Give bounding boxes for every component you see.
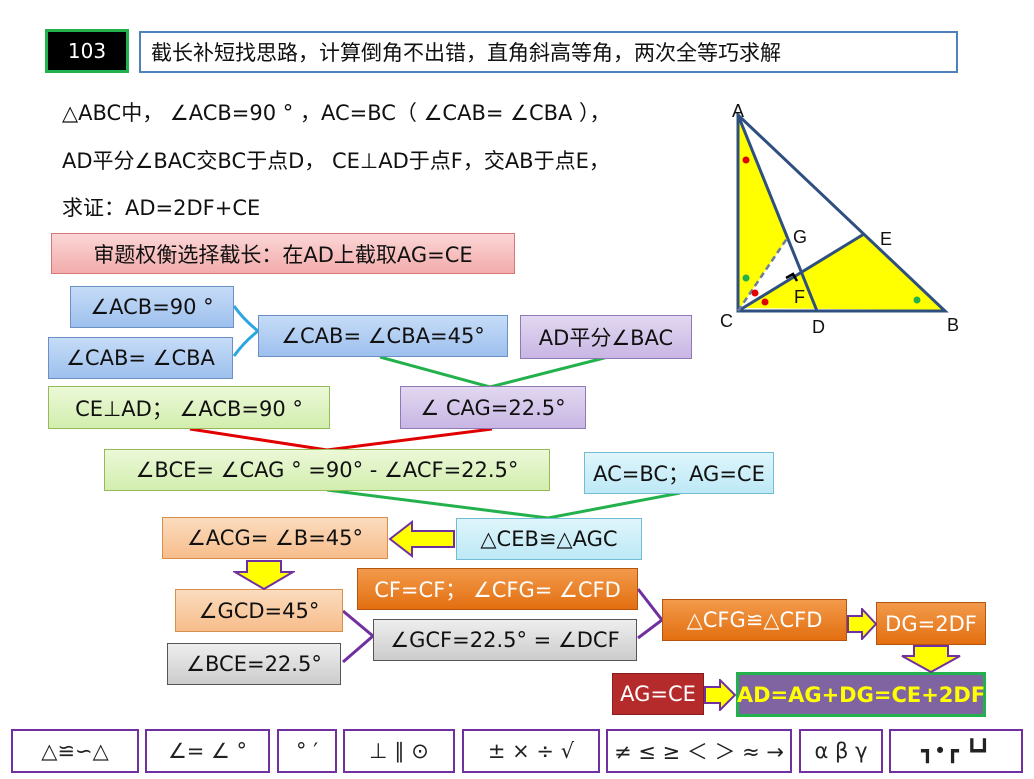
- strategy-box: 审题权衡选择截长：在AD上截取AG=CE: [51, 233, 515, 274]
- problem-number: 103: [67, 39, 107, 63]
- right-angle-mark: [785, 272, 799, 282]
- step-bce-22-5: ∠BCE=22.5°: [167, 643, 341, 685]
- merge-to-cag: [379, 355, 609, 389]
- final-conclusion: AD=AG+DG=CE+2DF: [736, 672, 986, 717]
- angle-dot-a: [742, 156, 750, 164]
- step-cf-cfg-cfd: CF=CF； ∠CFG= ∠CFD: [357, 568, 638, 610]
- toolbar-perp-parallel-symbols[interactable]: ⊥ ∥ ⊙: [343, 729, 455, 773]
- label-e: E: [880, 229, 892, 249]
- step-ce-perp-ad: CE⊥AD； ∠ACB=90 °: [48, 386, 330, 429]
- toolbar-degree-minute-symbols[interactable]: ° ′: [277, 729, 337, 773]
- label-g: G: [793, 227, 807, 247]
- arrow-right-to-dg: [847, 608, 877, 640]
- problem-line-1: △ABC中， ∠ACB=90 ° ，AC=BC（ ∠CAB= ∠CBA ），: [62, 101, 611, 125]
- problem-line-2: AD平分∠BAC交BC于点D， CE⊥AD于点F，交AB于点E，: [62, 149, 610, 173]
- merge-to-bce: [189, 427, 493, 452]
- toolbar-greek-symbols[interactable]: α β γ: [799, 729, 883, 773]
- page-title: 截长补短找思路，计算倒角不出错，直角斜高等角，两次全等巧求解: [151, 41, 781, 65]
- brace-to-cab-45: [232, 305, 261, 357]
- step-dg-2df: DG=2DF: [876, 602, 986, 645]
- toolbar-right-angle-symbols[interactable]: ┓•┏ ┗┛: [889, 729, 1023, 773]
- label-d: D: [812, 317, 825, 337]
- arrow-down-to-final: [901, 645, 961, 673]
- toolbar-comparison-symbols[interactable]: ≠ ≤ ≥ ＜ ＞ ≈ →: [606, 729, 792, 773]
- angle-dot-b-green: [913, 296, 921, 304]
- step-cab-cba-45: ∠CAB= ∠CBA=45°: [258, 315, 508, 357]
- arrow-left-to-acg: [388, 520, 455, 558]
- merge-to-gcf: [342, 609, 376, 664]
- step-congruence-2: △CFG≌△CFD: [662, 599, 847, 641]
- problem-number-badge: 103: [45, 29, 129, 73]
- label-f: F: [794, 287, 805, 307]
- segment-ad: [736, 114, 819, 312]
- angle-dot-c-red-1: [751, 289, 759, 297]
- angle-dot-c-red-2: [761, 298, 769, 306]
- arrow-down-to-gcd: [233, 560, 295, 590]
- title-banner: 截长补短找思路，计算倒角不出错，直角斜高等角，两次全等巧求解: [139, 31, 958, 73]
- toolbar-congruence-symbols[interactable]: △≌∽△: [11, 729, 139, 773]
- triangle-abc: [736, 111, 949, 313]
- triangle-ceb-region: [742, 234, 945, 310]
- label-c: C: [720, 311, 733, 331]
- step-acb-90: ∠ACB=90 °: [70, 286, 234, 328]
- segment-ce: [737, 232, 865, 313]
- step-ad-bisect: AD平分∠BAC: [520, 315, 692, 359]
- toolbar-angle-symbols[interactable]: ∠= ∠ °: [145, 729, 270, 773]
- step-gcf-dcf: ∠GCF=22.5° = ∠DCF: [373, 619, 637, 661]
- label-a: A: [732, 101, 744, 121]
- step-cab-eq-cba: ∠CAB= ∠CBA: [48, 337, 233, 379]
- merge-to-cong2: [636, 588, 665, 640]
- label-b: B: [947, 315, 959, 335]
- step-ac-bc-ag-ce: AC=BC；AG=CE: [584, 452, 774, 494]
- toolbar-arithmetic-symbols[interactable]: ± × ÷ √: [462, 729, 600, 773]
- step-cag: ∠ CAG=22.5°: [400, 386, 586, 429]
- step-congruence-1: △CEB≌△AGC: [456, 518, 642, 560]
- problem-line-3: 求证：AD=2DF+CE: [62, 196, 261, 220]
- step-bce: ∠BCE= ∠CAG ° =90° - ∠ACF=22.5°: [104, 449, 550, 491]
- segment-cg: [736, 236, 790, 312]
- step-acg-b-45: ∠ACG= ∠B=45°: [162, 517, 388, 559]
- geometry-figure: A C B D E F G: [720, 101, 959, 337]
- arrow-right-to-final: [704, 679, 736, 711]
- merge-to-cong1: [326, 488, 681, 520]
- step-ag-ce: AG=CE: [612, 673, 704, 715]
- angle-dot-c-green: [742, 274, 750, 282]
- step-gcd-45: ∠GCD=45°: [175, 589, 343, 632]
- triangle-acg-region: [738, 115, 788, 311]
